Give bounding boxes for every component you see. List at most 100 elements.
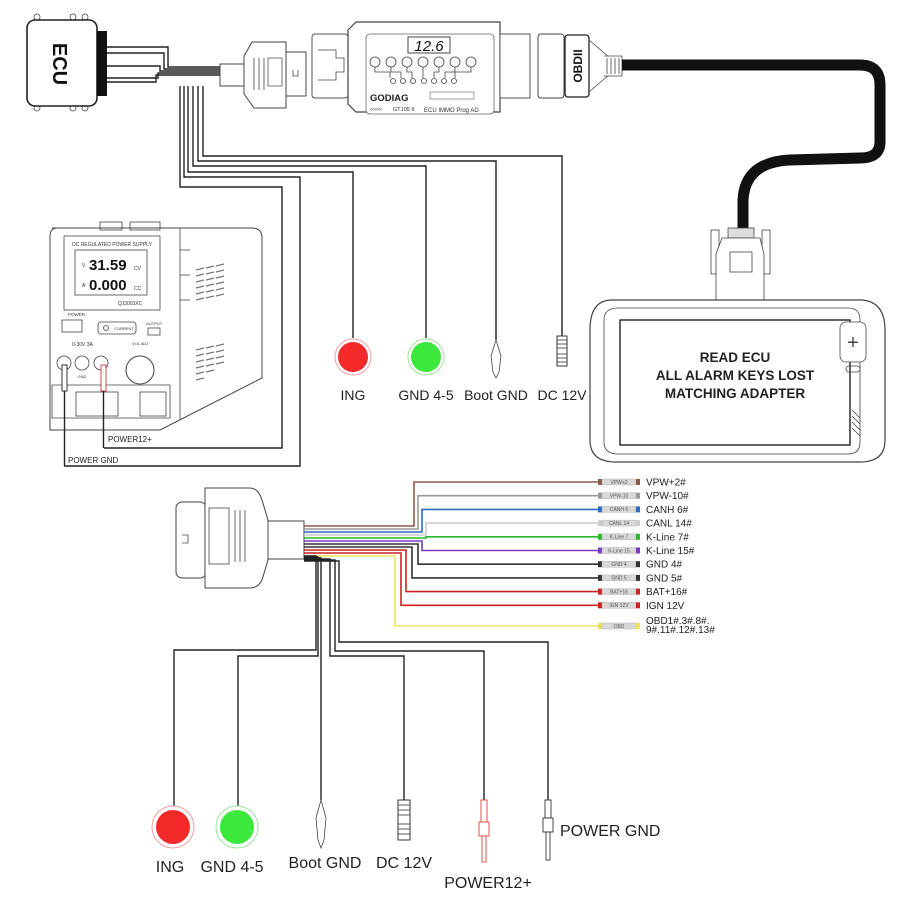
wire-tag-text: K-Line 15 (608, 548, 630, 554)
bottom-connector-boot-gnd[interactable]: Boot GND (289, 798, 362, 872)
bottom-boot-gnd-label: Boot GND (289, 855, 362, 872)
vent-grille (195, 263, 225, 381)
psu-gnd-plug (61, 364, 68, 466)
wire-tag-text: CANL 14 (609, 521, 629, 527)
pinout-wire (304, 536, 598, 539)
tablet-screen-line-1: READ ECU (700, 350, 771, 365)
adapter-pin-leds (369, 56, 477, 84)
psu-current-mode: CC (134, 286, 142, 292)
wire-tag-cap (598, 520, 602, 527)
wire-tag-cap (598, 533, 602, 540)
bottom-ing-label: ING (156, 859, 184, 876)
pinout-label: GND 5# (646, 573, 683, 584)
banana-plug-red-icon (478, 799, 490, 863)
pinout-wire (304, 508, 598, 533)
wire-tag-cap (636, 533, 640, 540)
top-connector-dc12v[interactable]: DC 12V (537, 335, 587, 403)
bottom-connector-power-gnd[interactable]: POWER GND (542, 799, 660, 861)
pinout-label: CANL 14# (646, 519, 692, 530)
power-supply: DC REGULATED POWER SUPPLY V 31.59 CV A 0… (49, 221, 263, 466)
banana-plug-black-icon (542, 799, 554, 861)
gnd-clip-bottom (220, 810, 254, 844)
pinout-label: K-Line 7# (646, 532, 689, 543)
psu-voltage-unit: V (82, 263, 86, 269)
obd-male-plug (219, 41, 307, 109)
ecu-label: ECU (48, 43, 70, 85)
adapter-arrows-icon: ‹‹‹‹‹‹ (370, 107, 382, 113)
wire-tag-text: VPW+2 (610, 480, 627, 486)
psu-power-switch[interactable] (61, 319, 83, 333)
pinout-label: K-Line 15# (646, 546, 695, 557)
psu-range-label: 0-30V 3A (72, 342, 94, 348)
wire-tag-text: OBD (614, 624, 625, 630)
psu-voltage-knob[interactable] (125, 355, 155, 385)
pinout-label: IGN 12V (646, 601, 685, 612)
ing-clip-bottom (156, 810, 190, 844)
psu-voltage-value: 31.59 (89, 257, 127, 274)
psu-header: DC REGULATED POWER SUPPLY (72, 242, 152, 248)
pinout-wire (304, 555, 598, 627)
wire-tag-cap (636, 506, 640, 513)
wire-tag-cap (598, 561, 602, 568)
wire-tag-cap (598, 574, 602, 581)
bottom-power-gnd-label: POWER GND (560, 823, 660, 840)
psu-current-value: 0.000 (89, 277, 127, 294)
pinout-wire (304, 543, 598, 565)
tablet-plus-button-icon[interactable]: + (847, 332, 859, 354)
wire-tag-text: GND 4 (611, 562, 627, 568)
diagnostic-tablet: READ ECU ALL ALARM KEYS LOST MATCHING AD… (589, 299, 886, 463)
wire-tag-cap (598, 479, 602, 485)
psu-output-button[interactable] (147, 327, 161, 336)
pinout-wire (304, 552, 598, 607)
pinout-wire (304, 549, 598, 593)
top-connector-gnd45[interactable]: GND 4-5 (398, 338, 454, 403)
psu-power-label: POWER (68, 312, 86, 317)
bottom-connector-ing[interactable]: ING (151, 805, 195, 876)
adapter-display-value: 12.6 (414, 38, 444, 55)
wire-tag-text: GND 5 (611, 576, 627, 582)
psu-power-gnd-label: POWER GND (68, 456, 118, 465)
ecu-module: ECU (26, 13, 107, 112)
pinout-wire (304, 481, 598, 527)
psu-model: QJ3003XC (118, 301, 143, 307)
godiag-adapter: 12.6 GODIAG ‹‹‹‹‹‹ GT105 II ECU IMMO Pro… (311, 21, 531, 115)
wire-tag-cap (598, 506, 602, 513)
pinout-label: 9#.11#.12#.13# (646, 625, 715, 636)
wire-tag-text: VPW-10 (610, 494, 629, 500)
ecu-harness (107, 46, 220, 83)
obdii-label: OBDII (571, 49, 585, 82)
lower-obd-connector (175, 487, 305, 589)
adapter-model: GT105 II (393, 107, 415, 113)
psu-vol-adj-label: VOL ADJ (132, 341, 148, 346)
pinout-label: OBD1#.3#.8#. (646, 616, 709, 627)
adapter-product-name: ECU IMMO Prog AD (424, 108, 479, 114)
wire-tag-text: BAT+16 (610, 589, 628, 595)
bottom-connector-gnd45[interactable]: GND 4-5 (200, 805, 264, 876)
pinout-label: GND 4# (646, 560, 683, 571)
top-connector-boot-gnd[interactable]: Boot GND (464, 338, 528, 403)
wire-tag-cap (598, 547, 602, 554)
psu-power-plus-label: POWER12+ (108, 435, 152, 444)
obdii-cable (622, 59, 886, 228)
top-connector-ing[interactable]: ING (334, 338, 372, 403)
pinout-label: VPW+2# (646, 478, 686, 489)
top-ing-label: ING (341, 387, 366, 403)
top-boot-gnd-label: Boot GND (464, 387, 528, 403)
wire-tag-cap (636, 561, 640, 568)
psu-current-button[interactable] (97, 321, 137, 335)
dc-jack-icon (556, 335, 568, 367)
tablet-screen-line-3: MATCHING ADAPTER (665, 386, 805, 401)
wire-tag-cap (636, 602, 640, 609)
adapter-brand: GODIAG (370, 93, 409, 104)
bottom-gnd45-label: GND 4-5 (200, 859, 263, 876)
ing-clip-top (338, 342, 368, 372)
bottom-connector-dc12v[interactable]: DC 12V (376, 799, 432, 872)
wire-tag-cap (636, 588, 640, 595)
obdii-cable-head: OBDII (537, 33, 623, 99)
psu-voltage-mode: CV (134, 266, 142, 272)
wire-tag-cap (598, 492, 602, 499)
gnd-clip-top (411, 342, 441, 372)
bottom-connector-power12-plus[interactable]: POWER12+ (444, 799, 532, 892)
